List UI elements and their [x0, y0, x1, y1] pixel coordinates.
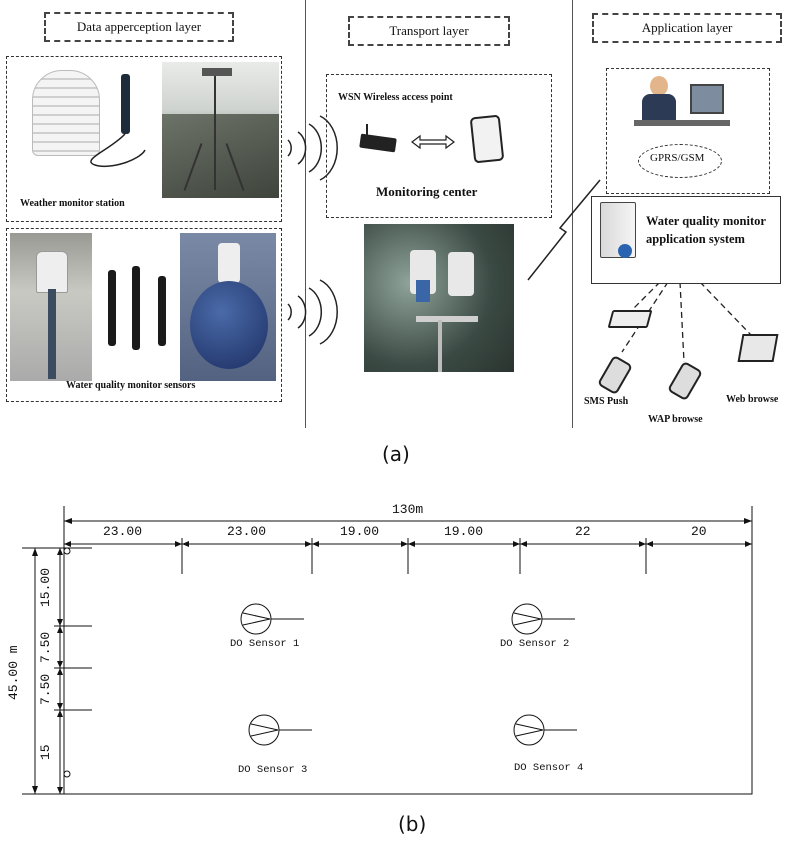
- sensor-probe-2: [132, 266, 140, 350]
- transport-layer-title: Transport layer: [348, 16, 510, 46]
- gprs-cloud: [638, 144, 722, 178]
- monitoring-center-label: Monitoring center: [376, 184, 478, 199]
- height-label: 45.00 m: [6, 645, 21, 700]
- field-station-photo: [162, 62, 279, 198]
- vsegment-arrow-down: [57, 787, 63, 794]
- gprs-label: GPRS/GSM: [650, 152, 705, 164]
- vsegment-label: 7.50: [38, 631, 53, 663]
- globe-icon: [618, 244, 632, 258]
- water-sensors-box: [6, 228, 282, 402]
- segment-label: 23.00: [227, 524, 267, 539]
- operator-box: [606, 68, 770, 194]
- sensor-buoy-top-photo: [10, 233, 92, 381]
- wap-label: WAP browse: [648, 414, 703, 425]
- monitoring-station-photo: [364, 224, 514, 372]
- do-sensor-symbol-mark: [250, 723, 279, 737]
- total-width-label: 130m: [392, 502, 424, 517]
- segment-label: 22: [575, 524, 591, 539]
- vsegment-arrow-down: [57, 619, 63, 626]
- total-dim-arrow-right: [744, 518, 752, 524]
- weather-probe-image: [121, 74, 130, 134]
- segment-arrow-right: [305, 541, 312, 547]
- segment-arrow-left: [646, 541, 653, 547]
- segment-arrow-left: [408, 541, 415, 547]
- segment-arrow-left: [64, 541, 71, 547]
- do-sensor-symbol-mark: [242, 612, 271, 626]
- total-dim-arrow-left: [64, 518, 72, 524]
- sensor-probe-1: [108, 270, 116, 346]
- access-point-antenna: [366, 124, 368, 138]
- do-sensor-label: DO Sensor 2: [500, 638, 570, 650]
- sms-label: SMS Push: [584, 396, 629, 407]
- do-sensor-label: DO Sensor 1: [230, 638, 300, 650]
- segment-arrow-right: [513, 541, 520, 547]
- sensor-symbols: [240, 603, 577, 746]
- vsegment-arrow-down: [57, 703, 63, 710]
- segment-label: 20: [691, 524, 707, 539]
- vsegment-arrow-up: [57, 626, 63, 633]
- vsegment-arrow-up: [57, 548, 63, 555]
- vsegment-arrow-down: [57, 661, 63, 668]
- vsegment-arrow-up: [57, 668, 63, 675]
- operator-icon: [634, 76, 730, 134]
- do-sensor-symbol: [513, 714, 545, 746]
- pond-boundary: [63, 543, 753, 795]
- segment-label: 23.00: [103, 524, 143, 539]
- separator-left: [305, 0, 306, 428]
- sensor-buoy-photo: [180, 233, 276, 381]
- segment-arrow-left: [520, 541, 527, 547]
- caption-a: (a): [382, 442, 410, 466]
- weather-station-label: Weather monitor station: [20, 198, 125, 209]
- segment-label: 19.00: [444, 524, 484, 539]
- do-sensor-symbol-mark: [513, 612, 542, 626]
- app-system-label-1: Water quality monitor: [646, 214, 766, 228]
- web-label: Web browse: [726, 394, 779, 405]
- segment-arrow-right: [639, 541, 646, 547]
- vsegment-arrow-up: [57, 710, 63, 717]
- segment-label: 19.00: [340, 524, 380, 539]
- do-sensor-symbol: [240, 603, 272, 635]
- segment-arrow-right: [401, 541, 408, 547]
- corner-marker-top: [63, 547, 71, 555]
- do-sensor-symbol: [248, 714, 280, 746]
- monitoring-center-box: [326, 74, 552, 218]
- wsn-label: WSN Wireless access point: [338, 92, 453, 103]
- data-layer-title: Data apperception layer: [44, 12, 234, 42]
- height-dim-arrow-top: [32, 548, 38, 556]
- weather-station-box: [6, 56, 282, 222]
- segment-arrow-right: [175, 541, 182, 547]
- vsegment-label: 15.00: [38, 567, 53, 607]
- do-sensor-label: DO Sensor 4: [514, 762, 584, 774]
- segment-arrow-right: [745, 541, 752, 547]
- segment-arrow-left: [182, 541, 189, 547]
- sensors-label: Water quality monitor sensors: [66, 380, 196, 391]
- vsegment-label: 7.50: [38, 673, 53, 705]
- weather-shelter-image: [28, 64, 103, 164]
- segment-arrow-left: [312, 541, 319, 547]
- application-layer-title: Application layer: [592, 13, 782, 43]
- vertical-segments: [54, 547, 92, 795]
- horizontal-segments: [63, 538, 753, 574]
- vsegment-label: 15: [38, 744, 53, 760]
- caption-b: (b): [398, 812, 427, 836]
- do-sensor-symbol: [511, 603, 543, 635]
- height-dim-arrow-bottom: [32, 786, 38, 794]
- do-sensor-label: DO Sensor 3: [238, 764, 308, 776]
- app-system-label-2: application system: [646, 232, 745, 246]
- corner-marker-bottom: [63, 770, 71, 778]
- do-sensor-symbol-mark: [515, 723, 544, 737]
- sensor-probe-3: [158, 276, 166, 346]
